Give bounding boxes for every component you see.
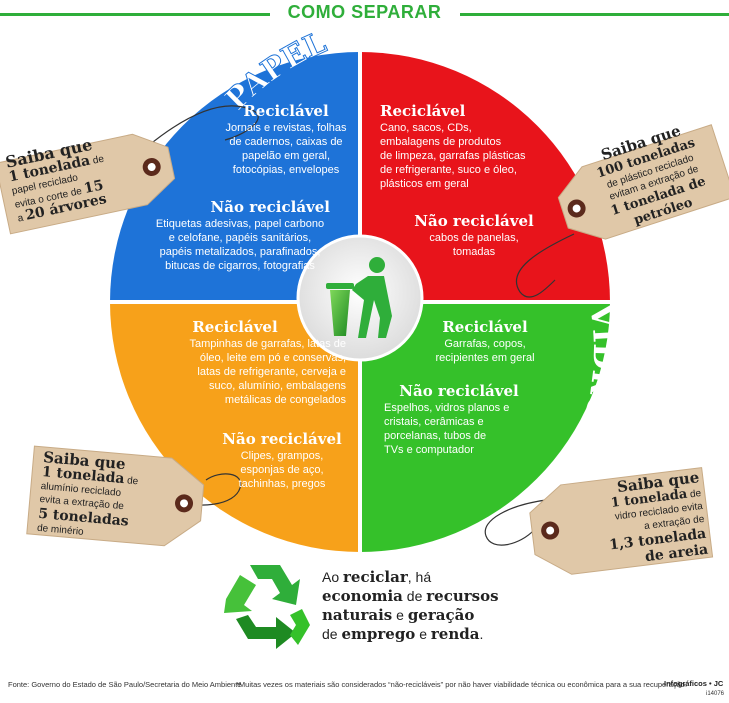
summary-part: economia — [322, 587, 403, 605]
paper-quadrant — [110, 52, 360, 302]
paper-tag-string — [147, 105, 259, 147]
footnote: *Muitas vezes os materiais são considera… — [236, 680, 688, 689]
glass-recyclable-block: Reciclável Garrafas, copos, recipientes … — [420, 318, 550, 365]
header: COMO SEPARAR — [0, 0, 729, 28]
metal-recyclable-item: metálicas de congelados — [224, 394, 346, 406]
header-rule-right — [460, 13, 729, 16]
paper-tag-line: de — [89, 153, 106, 168]
glass-nonrecyclable-heading: Não reciclável — [399, 382, 519, 400]
glass-nonrecyclable-item: Espelhos, vidros planos e — [384, 402, 510, 414]
paper-nonrecyclable-item: bitucas de cigarros, fotografias — [165, 260, 315, 272]
summary-part: e — [415, 626, 431, 642]
plastic-recyclable-heading: Reciclável — [380, 102, 466, 120]
plastic-quadrant — [360, 52, 610, 302]
source-note: Fonte: Governo do Estado de São Paulo/Se… — [8, 680, 242, 689]
summary-part: geração — [407, 606, 475, 624]
summary-part: , há — [407, 569, 432, 585]
paper-tag — [0, 133, 176, 235]
summary-part: . — [479, 626, 484, 642]
paper-recyclable-item: de cadernos, caixas de — [229, 136, 343, 148]
plastic-recyclable-item: Cano, sacos, CDs, — [380, 122, 472, 134]
paper-nonrecyclable-heading: Não reciclável — [210, 198, 330, 216]
metal-recyclable-item: óleo, leite em pó e conservas, — [199, 352, 346, 364]
graphic-code: i14076 — [706, 691, 725, 697]
glass-tag-string — [484, 499, 547, 546]
glass-nonrecyclable-item: cristais, cerâmicas e — [384, 416, 484, 428]
glass-tag — [529, 467, 714, 575]
paper-nonrecyclable-item: e celofane, papéis sanitários, — [168, 232, 312, 244]
metal-tag — [26, 445, 205, 547]
metal-nonrecyclable-item: tachinhas, pregos — [238, 478, 326, 490]
summary-part: de — [402, 588, 427, 604]
glass-recyclable-heading: Reciclável — [442, 318, 528, 336]
summary-part: renda — [430, 625, 480, 643]
glass-recyclable-item: recipientes em geral — [435, 352, 535, 364]
trash-bin-icon — [326, 257, 392, 338]
metal-recyclable-item: latas de refrigerante, cerveja e — [197, 366, 346, 378]
summary-part: Ao — [322, 569, 344, 585]
metal-tag-text: Saiba que 1 tonelada de alumínio recicla… — [36, 448, 183, 547]
metal-nonrecyclable-item: Clipes, grampos, — [240, 450, 324, 462]
paper-nonrecyclable-item: papéis metalizados, parafinados, — [159, 246, 321, 258]
plastic-nonrecyclable-block: Não reciclável cabos de panelas, tomadas — [404, 212, 544, 259]
metal-nonrecyclable-item: esponjas de aço, — [240, 464, 324, 476]
page-title: COMO SEPARAR — [287, 2, 442, 22]
metal-recyclable-item: Tampinhas de garrafas, latas de — [189, 338, 346, 350]
paper-recyclable-item: papelão em geral, — [241, 150, 331, 162]
summary-part: de — [322, 626, 342, 642]
glass-tag-text: Saiba que 1 tonelada de vidro reciclado … — [565, 468, 709, 574]
paper-recyclable-heading: Reciclável — [243, 102, 329, 120]
glass-nonrecyclable-item: porcelanas, tubos de — [384, 430, 487, 442]
glass-recyclable-item: Garrafas, copos, — [444, 338, 526, 350]
plastic-nonrecyclable-item: cabos de panelas, — [429, 232, 519, 244]
summary-text: Ao reciclar, há economia de recursos nat… — [322, 568, 552, 644]
metal-recyclable-item: suco, alumínio, embalagens — [209, 380, 346, 392]
plastic-tag — [557, 124, 729, 240]
glass-nonrecyclable-block: Não reciclável Espelhos, vidros planos e… — [384, 382, 534, 457]
plastic-recyclable-item: de limpeza, garrafas plásticas — [380, 150, 526, 162]
glass-tag-line: de — [686, 488, 702, 501]
summary-part: emprego — [341, 625, 416, 643]
plastic-tag-string — [515, 233, 575, 298]
metal-recyclable-heading: Reciclável — [192, 318, 278, 336]
metal-quadrant — [110, 302, 360, 552]
glass-nonrecyclable-item: TVs e computador — [384, 444, 474, 456]
paper-recyclable-item: Jornais e revistas, folhas — [225, 122, 347, 134]
header-rule-left — [0, 13, 270, 16]
plastic-recyclable-item: de refrigerante, suco e óleo, — [380, 164, 517, 176]
paper-recyclable-item: fotocópias, envelopes — [232, 164, 340, 176]
center-disc — [296, 234, 424, 362]
summary-part: e — [392, 607, 408, 623]
metal-recyclable-block: Reciclável Tampinhas de garrafas, latas … — [124, 318, 346, 407]
glass-quadrant — [360, 302, 610, 552]
plastic-nonrecyclable-item: tomadas — [452, 246, 496, 258]
summary-part: recursos — [426, 587, 499, 605]
recycle-icon — [224, 565, 310, 649]
plastic-recyclable-item: embalagens de produtos — [380, 136, 502, 148]
plastic-recyclable-item: plásticos em geral — [380, 178, 469, 190]
paper-nonrecyclable-block: Não reciclável Etiquetas adesivas, papel… — [140, 198, 340, 273]
metal-nonrecyclable-block: Não reciclável Clipes, grampos, esponjas… — [214, 430, 350, 491]
metal-nonrecyclable-heading: Não reciclável — [222, 430, 342, 448]
paper-nonrecyclable-item: Etiquetas adesivas, papel carbono — [155, 218, 325, 230]
plastic-recyclable-block: Reciclável Cano, sacos, CDs, embalagens … — [380, 102, 550, 191]
credit: Infográficos • JC — [664, 679, 724, 688]
plastic-nonrecyclable-heading: Não reciclável — [414, 212, 534, 230]
summary-part: reciclar — [343, 568, 408, 586]
summary-part: naturais — [322, 606, 393, 624]
metal-tag-line: de — [123, 475, 139, 488]
paper-recyclable-block: Reciclável Jornais e revistas, folhas de… — [206, 102, 366, 177]
